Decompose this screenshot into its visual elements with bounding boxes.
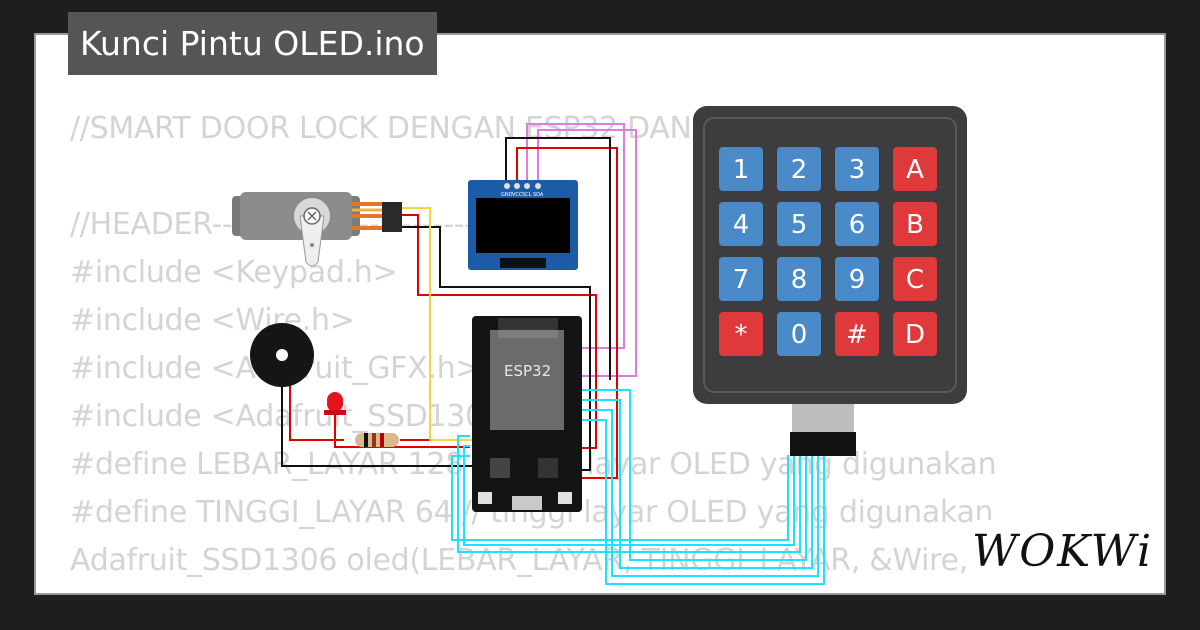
code-line: #include <Wire.h> [70, 303, 355, 338]
keypad-key-label: 4 [733, 210, 750, 240]
keypad-key[interactable] [835, 312, 879, 356]
keypad-key[interactable] [777, 147, 821, 191]
keypad-key[interactable] [893, 202, 937, 246]
keypad-key[interactable] [719, 312, 763, 356]
keypad-key[interactable] [835, 202, 879, 246]
keypad-key[interactable] [777, 202, 821, 246]
keypad-key[interactable] [719, 147, 763, 191]
keypad-key[interactable] [719, 202, 763, 246]
wire-red [516, 147, 618, 479]
keypad-key-label: C [906, 265, 924, 295]
wire-pink [526, 123, 625, 349]
wire-yellow [398, 207, 478, 441]
servo-motor[interactable] [232, 192, 402, 267]
keypad-key-label: B [906, 210, 924, 240]
keypad-key[interactable] [893, 312, 937, 356]
oled-display[interactable]: GND VCC SCL SDA [468, 180, 578, 270]
keypad-key-label: 6 [849, 210, 866, 240]
keypad-key[interactable] [719, 257, 763, 301]
buzzer[interactable] [250, 323, 314, 387]
keypad-key-label: A [906, 155, 924, 185]
keypad-key-label: 0 [791, 320, 808, 350]
code-line: #include <Keypad.h> [70, 255, 398, 290]
resistor[interactable] [355, 433, 399, 447]
esp32-label: ESP32 [504, 362, 551, 380]
keypad-key-label: D [905, 320, 925, 350]
esp32-board[interactable]: ESP32 [472, 316, 582, 512]
oled-pin-label: SDA [533, 192, 544, 198]
project-title: Kunci Pintu OLED.ino [68, 12, 437, 75]
keypad-key-label: # [846, 320, 868, 350]
keypad-key-label: 2 [791, 155, 808, 185]
keypad-key[interactable] [777, 312, 821, 356]
keypad-key-label: 7 [733, 265, 750, 295]
keypad-key[interactable] [893, 257, 937, 301]
keypad-key[interactable] [835, 147, 879, 191]
keypad-key[interactable] [835, 257, 879, 301]
code-line: Adafruit_SSD1306 oled(LEBAR_LAYAR, TINGG… [70, 543, 1028, 578]
wires [281, 123, 825, 585]
red-led[interactable] [324, 392, 346, 415]
keypad-key-label: 1 [733, 155, 750, 185]
wokwi-logo: WOKWi [972, 520, 1152, 584]
oled-pin-label: GND [501, 192, 513, 198]
wire-cyan [578, 389, 807, 561]
oled-pin-label: SCL [522, 192, 532, 198]
code-line: #include <ESP32Servo.h> [70, 585, 1028, 593]
keypad-key-label: 8 [791, 265, 808, 295]
oled-pin-label: VCC [512, 192, 523, 198]
keypad-key[interactable] [777, 257, 821, 301]
keypad-key-label: 9 [849, 265, 866, 295]
keypad-key-label: * [735, 320, 748, 350]
keypad-key-label: 3 [849, 155, 866, 185]
keypad-key-label: 5 [791, 210, 808, 240]
wire-black [505, 137, 611, 380]
code-line: //SMART DOOR LOCK DENGAN ESP32 DAN OLED [70, 111, 783, 146]
keypad-key[interactable] [893, 147, 937, 191]
